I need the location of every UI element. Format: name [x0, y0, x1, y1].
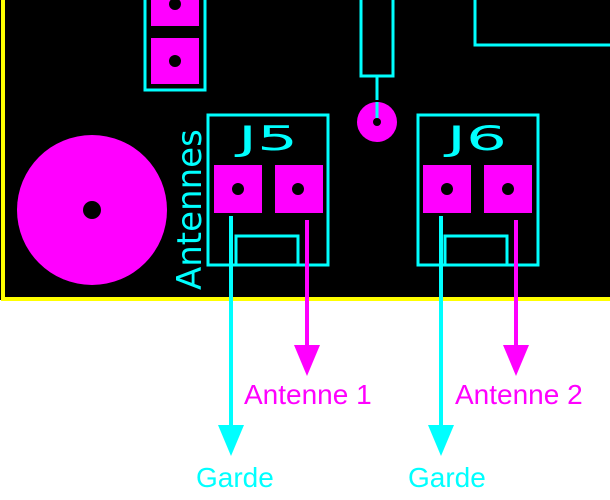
- board-outline: [1, 0, 610, 301]
- label-antenne-2: Antenne 2: [455, 379, 583, 410]
- connector-j6: J6: [416, 113, 540, 267]
- j6-ref-label: J6: [443, 119, 507, 159]
- header-pad-2-drill: [169, 55, 181, 67]
- label-garde-j5: Garde: [196, 462, 274, 493]
- mounting-hole-drill: [83, 201, 101, 219]
- component-silk-outline-right: [473, 0, 610, 47]
- j5-ref-label: J5: [234, 119, 298, 159]
- j5-key-outline: [234, 234, 300, 267]
- j6-pad-garde-drill: [441, 183, 453, 195]
- via-drill: [373, 118, 381, 126]
- arrow-j5-garde: [218, 216, 244, 456]
- arrow-j6-antenne: [503, 220, 529, 376]
- j5-pad-garde-drill: [232, 183, 244, 195]
- j6-key-outline: [443, 234, 509, 267]
- label-garde-j6: Garde: [408, 462, 486, 493]
- label-antenne-1: Antenne 1: [244, 379, 372, 410]
- connector-j5: J5: [206, 113, 330, 267]
- arrow-j5-antenne: [294, 220, 320, 376]
- arrow-j6-garde: [428, 216, 454, 456]
- header-pad-1-drill: [169, 0, 181, 10]
- j6-pad-antenne-drill: [502, 183, 514, 195]
- j5-pad-antenne-drill: [292, 183, 304, 195]
- header-silk-outline: [143, 0, 207, 92]
- antennes-label: Antennes: [170, 129, 210, 290]
